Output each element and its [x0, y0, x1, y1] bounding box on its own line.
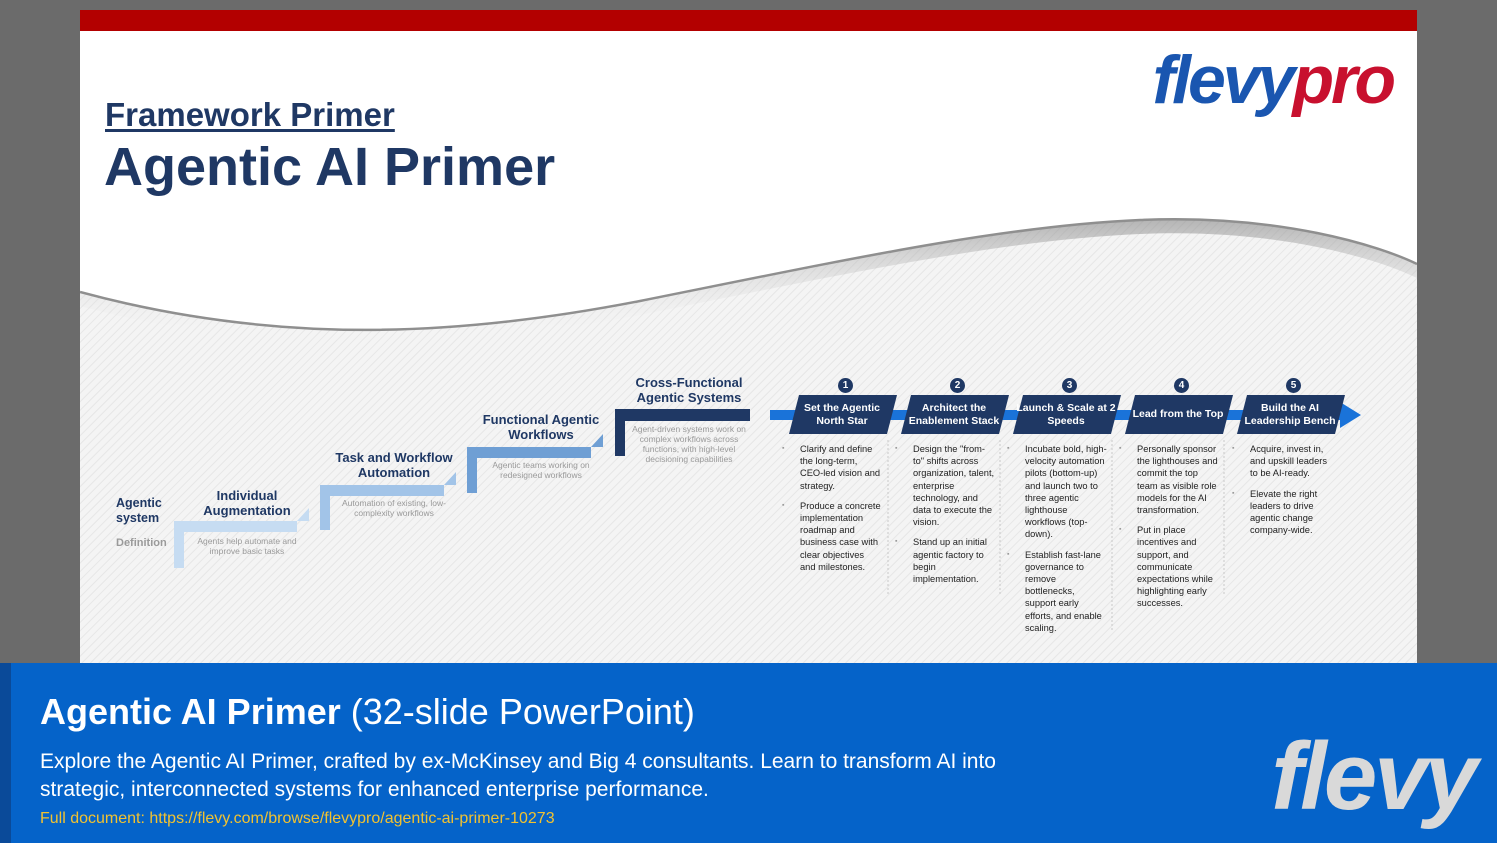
slide: flevypro Framework Primer Agentic AI Pri… — [80, 10, 1417, 663]
step-2-title: Task and Workflow Automation — [335, 450, 453, 480]
slide-top-bar — [80, 10, 1417, 31]
footer-title: Agentic AI Primer (32-slide PowerPoint) — [40, 691, 695, 732]
pillar-3-number: 3 — [1062, 378, 1077, 393]
pillar-1-bullet-2: Produce a concrete implementation roadma… — [780, 500, 882, 573]
step-1-desc: Agents help automate and improve basic t… — [197, 536, 297, 556]
pillar-1-number: 1 — [838, 378, 853, 393]
pillar-5-bullet-1: Acquire, invest in, and upskill leaders … — [1230, 443, 1332, 480]
pillar-1-title: Set the Agentic North Star — [803, 401, 881, 427]
pillar-1-chevron — [789, 395, 897, 434]
slide-title: Agentic AI Primer — [104, 137, 556, 197]
pillar-2-bullet-2: Stand up an initial agentic factory to b… — [893, 536, 995, 585]
pillar-3-title: Launch & Scale at 2 Speeds — [1016, 401, 1116, 427]
footer-accent-bar — [0, 663, 11, 843]
step-4-title: Cross-Functional Agentic Systems — [635, 375, 743, 405]
pillar-4-bullets: Personally sponsor the lighthouses and c… — [1117, 443, 1221, 618]
step-2-shape — [320, 472, 456, 530]
pillar-4-bullet-1: Personally sponsor the lighthouses and c… — [1117, 443, 1221, 516]
step-3-desc: Agentic teams working on redesigned work… — [492, 460, 590, 480]
pillar-2-bullet-1: Design the "from-to" shifts across organ… — [893, 443, 995, 528]
pillar-3-bullets: Incubate bold, high-velocity automation … — [1005, 443, 1107, 642]
definition-label: Definition — [116, 537, 167, 549]
footer-description: Explore the Agentic AI Primer, crafted b… — [40, 750, 996, 801]
step-2-desc: Automation of existing, low-complexity w… — [342, 498, 446, 518]
primer-label: Framework Primer — [105, 96, 395, 133]
step-1-shape — [174, 508, 309, 568]
flevypro-logo: flevypro — [1152, 42, 1396, 118]
pillar-5-number: 5 — [1286, 378, 1301, 393]
pillar-3-bullet-1: Incubate bold, high-velocity automation … — [1005, 443, 1107, 541]
pillar-5-chevron — [1237, 395, 1345, 434]
agentic-system-label: Agentic system — [116, 496, 162, 525]
pillar-4-bullet-2: Put in place incentives and support, and… — [1117, 524, 1221, 609]
flevy-logo: flevy — [1271, 723, 1478, 830]
pillar-1-bullet-1: Clarify and define the long-term, CEO-le… — [780, 443, 882, 492]
pillar-5-bullet-2: Elevate the right leaders to drive agent… — [1230, 488, 1332, 537]
pillar-2-title: Architect the Enablement Stack — [908, 401, 1000, 427]
pillar-2-chevron — [901, 395, 1009, 434]
pillar-chevrons — [770, 395, 1361, 630]
pillar-4-number: 4 — [1174, 378, 1189, 393]
staircase-steps — [174, 409, 750, 568]
step-3-shape — [467, 434, 603, 493]
pillar-5-title: Build the AI Leadership Bench — [1244, 401, 1336, 427]
pillar-3-chevron — [1013, 395, 1121, 434]
footer-banner: Agentic AI Primer (32-slide PowerPoint) … — [0, 663, 1497, 843]
pillar-2-number: 2 — [950, 378, 965, 393]
pillar-1-bullets: Clarify and define the long-term, CEO-le… — [780, 443, 882, 581]
pillar-3-bullet-2: Establish fast-lane governance to remove… — [1005, 549, 1107, 634]
pillar-2-bullets: Design the "from-to" shifts across organ… — [893, 443, 995, 593]
step-1-title: Individual Augmentation — [203, 488, 291, 518]
pillar-4-title: Lead from the Top — [1132, 408, 1224, 420]
step-3-title: Functional Agentic Workflows — [482, 412, 600, 442]
full-document-link[interactable]: Full document: https://flevy.com/browse/… — [40, 810, 555, 827]
step-4-shape — [615, 409, 750, 456]
step-4-desc: Agent-driven systems work on complex wor… — [632, 424, 746, 464]
pillar-5-bullets: Acquire, invest in, and upskill leaders … — [1230, 443, 1332, 544]
pillar-4-chevron — [1125, 395, 1233, 434]
